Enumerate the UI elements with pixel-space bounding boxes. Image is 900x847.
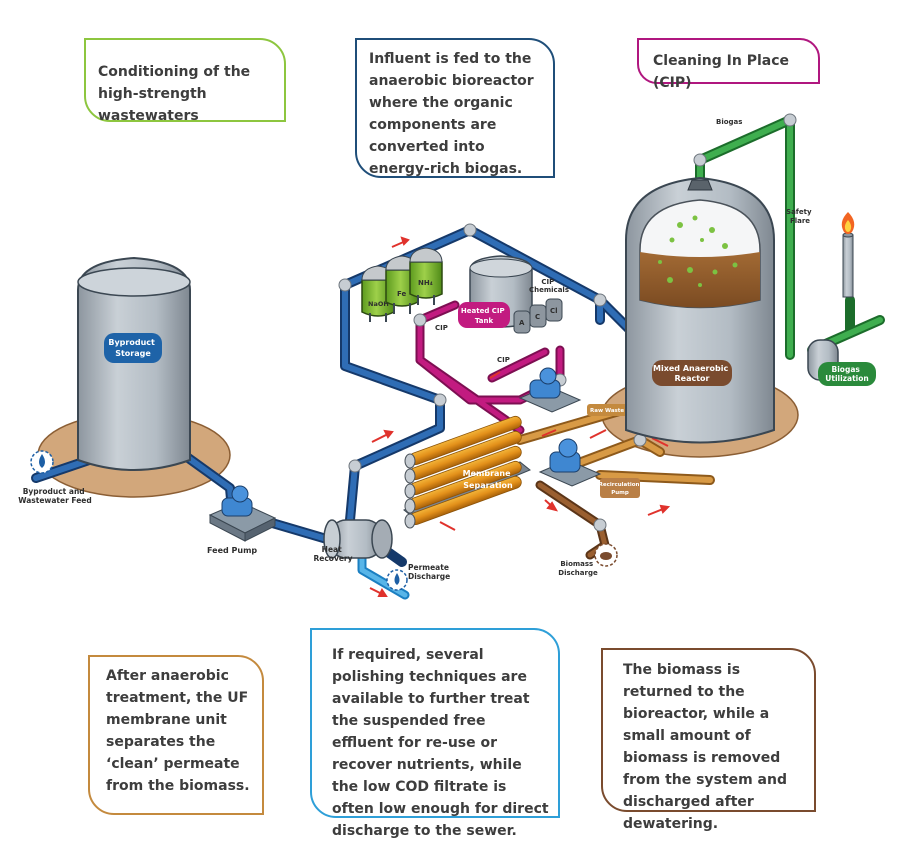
membrane-tubes (409, 415, 522, 525)
raw-waste-feed-tag (587, 404, 635, 416)
fe-label: Fe (397, 290, 406, 298)
flow-arrows (369, 236, 671, 597)
biomass-discharge-label: Biomass Discharge (558, 560, 598, 577)
process-diagram: Byproduct Storage Byproduct and Wastewat… (18, 113, 885, 600)
safety-flare (841, 212, 855, 298)
conditioning-callout: Conditioning of the high-strength wastew… (84, 38, 286, 124)
recirculation-pump (538, 438, 602, 487)
cip-chemical-tanks: A C Cl (513, 298, 563, 334)
chem-a-label: A (519, 319, 525, 327)
cip-chemicals-label: CIP Chemicals (529, 278, 569, 294)
byproduct-storage-label: Byproduct Storage (108, 338, 157, 358)
nh4-tank: NH₄ (409, 247, 443, 305)
cip-text: Cleaning In Place (CIP) (653, 53, 789, 91)
feed-pump-label: Feed Pump (207, 546, 257, 555)
polishing-callout: If required, several polishing technique… (310, 628, 560, 839)
heat-recovery-label: Heat Recovery (313, 545, 352, 563)
after-anaerobic-callout: After anaerobic treatment, the UF membra… (88, 655, 264, 815)
recirculation-label: Recirculation Pump (599, 482, 642, 496)
heated-cip-label-bg (458, 302, 510, 328)
cip-label-2: CIP (497, 356, 510, 364)
byproduct-feed-label: Byproduct and Wastewater Feed (18, 487, 92, 505)
influent-text: Influent is fed to the anaerobic bioreac… (369, 51, 534, 177)
byproduct-storage-tank: Byproduct Storage (77, 256, 191, 471)
mixed-reactor-label: Mixed Anaerobic Reactor (653, 364, 731, 383)
influent-callout: Influent is fed to the anaerobic bioreac… (355, 38, 555, 178)
heated-cip-tank: Heated CIP Tank (458, 255, 533, 328)
reactor-sludge (640, 252, 760, 308)
membrane-label: Membrane Separation (463, 469, 514, 490)
permeate-discharge-label: Permeate Discharge (408, 563, 452, 581)
chem-c-label: C (535, 313, 540, 321)
water-drop-icon (30, 450, 54, 474)
reactor-gas-outlet (687, 179, 713, 191)
pipe-elbows (338, 113, 797, 532)
anaerobic-reactor: Mixed Anaerobic Reactor (625, 176, 775, 444)
byproduct-storage-label-bg (104, 333, 162, 363)
feed-pump (208, 485, 277, 542)
nh4-label: NH₄ (418, 279, 433, 287)
cip-pump (518, 367, 582, 413)
conditioning-text: Conditioning of the high-strength wastew… (98, 64, 251, 124)
permeate-drop-icon (386, 569, 408, 591)
biogas-utilization-label: Biogas Utilization (825, 365, 868, 383)
heated-cip-label: Heated CIP Tank (461, 307, 507, 325)
flame-icon (841, 212, 855, 234)
biogas-label: Biogas (716, 118, 742, 126)
heat-recovery-unit (323, 519, 393, 559)
cip-label-1: CIP (435, 324, 448, 332)
biogas-utilization-unit: Biogas Utilization (807, 339, 876, 386)
mixed-reactor-label-bg (652, 360, 732, 386)
biogas-bubbles (658, 215, 738, 287)
biogas-utilization-label-bg (818, 362, 876, 386)
naoh-label: NaOH (368, 300, 389, 308)
polishing-text: If required, several polishing technique… (332, 647, 549, 839)
recirculation-tag (600, 478, 640, 498)
biomass-returned-text: The biomass is returned to the bioreacto… (623, 662, 787, 832)
safety-flare-label: Safety Flare (786, 208, 814, 225)
after-anaerobic-text: After anaerobic treatment, the UF membra… (106, 668, 250, 794)
membrane-separation-unit: Membrane Separation (403, 415, 531, 529)
raw-waste-feed-label: Raw Waste Feed (590, 408, 641, 414)
chemical-tanks: NaOH Fe NH₄ (361, 247, 443, 322)
cip-callout: Cleaning In Place (CIP) (637, 38, 820, 91)
biomass-returned-callout: The biomass is returned to the bioreacto… (601, 648, 816, 832)
chem-ci-label: Cl (550, 307, 558, 315)
biomass-icon (594, 543, 618, 567)
